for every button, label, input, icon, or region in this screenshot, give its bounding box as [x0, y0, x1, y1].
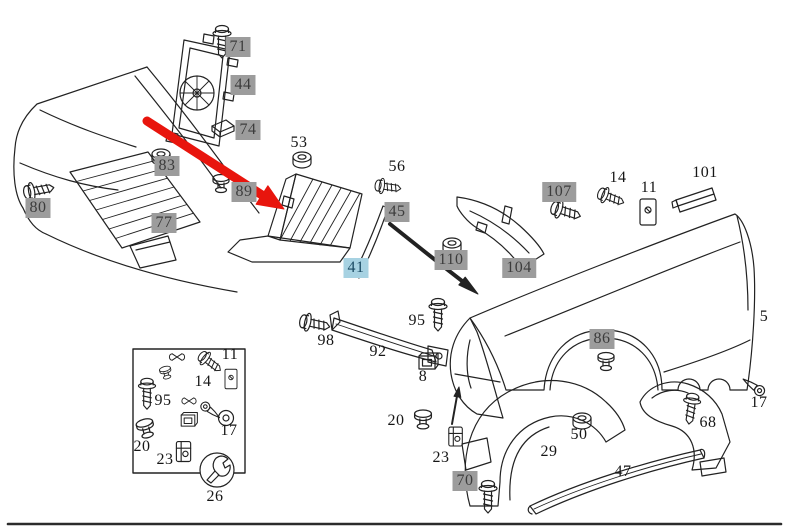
box-label-23: 23	[156, 451, 174, 468]
front-bumper-corner	[449, 317, 504, 419]
screw-icon	[428, 297, 448, 332]
part-label-50: 50	[570, 426, 588, 443]
bolt-icon	[679, 391, 703, 426]
air-intake-duct-41	[227, 173, 363, 263]
radiator-support-frame-44	[165, 33, 239, 147]
part-label-44[interactable]: 44	[230, 75, 256, 95]
part-label-101: 101	[692, 164, 718, 181]
vent-grille-77	[69, 151, 201, 269]
part-label-92: 92	[369, 343, 387, 360]
plug-icon	[158, 364, 174, 381]
clip-icon	[448, 426, 463, 447]
box-label-14: 14	[194, 373, 212, 390]
fender-panel-5	[469, 213, 756, 391]
wheel-arch-liner-29	[461, 380, 626, 507]
part-label-53: 53	[290, 134, 308, 151]
part-label-110[interactable]: 110	[434, 250, 468, 270]
part-label-17-right: 17	[750, 394, 768, 411]
part-label-74[interactable]: 74	[235, 120, 261, 140]
part-label-107[interactable]: 107	[542, 182, 576, 202]
part-label-47: 47	[614, 463, 632, 480]
part-label-45[interactable]: 45	[384, 202, 410, 222]
screw-icon	[594, 184, 628, 211]
clip-icon	[597, 351, 615, 372]
molding-strip-101	[671, 187, 717, 213]
rivet-icon	[217, 409, 235, 427]
part-label-86[interactable]: 86	[589, 329, 615, 349]
bolt-icon	[137, 377, 157, 410]
cage-nut-icon	[413, 409, 433, 430]
part-label-98: 98	[317, 332, 335, 349]
box-label-20: 20	[133, 438, 151, 455]
part-label-14-top: 14	[609, 169, 627, 186]
part-label-23-mid: 23	[432, 449, 450, 466]
sill-molding-47	[527, 448, 706, 515]
grommet-icon	[134, 416, 158, 441]
part-label-29: 29	[540, 443, 558, 460]
part-label-77[interactable]: 77	[151, 213, 177, 233]
box-label-95: 95	[154, 392, 172, 409]
reinforcement-bar-92	[329, 310, 449, 367]
cage-nut-icon	[180, 411, 198, 427]
box-label-11: 11	[221, 346, 239, 363]
part-label-89[interactable]: 89	[231, 182, 257, 202]
spring-clip-icon	[181, 397, 197, 405]
clip-icon	[175, 440, 192, 463]
part-label-8: 8	[418, 368, 428, 385]
plate-icon	[639, 198, 657, 226]
arch-bracket	[639, 381, 731, 477]
part-label-83[interactable]: 83	[154, 156, 180, 176]
box-label-26: 26	[206, 488, 224, 505]
part-label-11-top: 11	[640, 179, 658, 196]
spring-clip-icon	[168, 353, 186, 361]
plate-icon	[224, 368, 238, 390]
box-label-17: 17	[220, 422, 238, 439]
clip-74	[211, 119, 235, 138]
rivet-icon	[373, 176, 403, 197]
part-label-68: 68	[699, 414, 717, 431]
part-label-80[interactable]: 80	[25, 198, 51, 218]
car-body-outline	[13, 66, 260, 293]
part-label-41-selected[interactable]: 41	[343, 258, 369, 278]
bolt-icon	[547, 197, 584, 226]
part-label-56: 56	[388, 158, 406, 175]
part-label-70[interactable]: 70	[452, 471, 478, 491]
black-arrow-to-fender	[388, 222, 479, 295]
part-label-20-mid: 20	[387, 412, 405, 429]
part-label-5: 5	[759, 308, 769, 325]
part-label-95-mid: 95	[408, 312, 426, 329]
nut-icon	[292, 151, 312, 169]
black-arrow-up	[451, 386, 462, 425]
wrench-icon	[199, 452, 235, 488]
part-label-71[interactable]: 71	[225, 37, 251, 57]
parts-box	[132, 348, 246, 474]
part-label-104[interactable]: 104	[502, 258, 536, 278]
screw-icon	[478, 479, 498, 514]
